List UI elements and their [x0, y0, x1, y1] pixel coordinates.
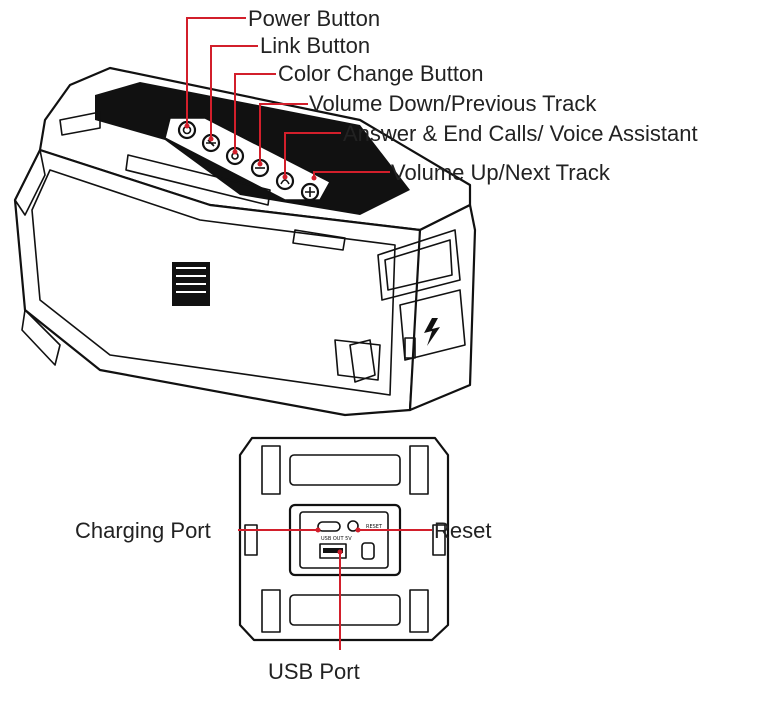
label-link-button: Link Button — [260, 33, 370, 58]
charging-port[interactable] — [317, 521, 341, 532]
label-charging-port: Charging Port — [75, 518, 211, 543]
speaker-side-face — [408, 203, 477, 412]
leader-lines — [184, 17, 432, 650]
lightning-icon — [424, 318, 440, 346]
label-volume-down: Volume Down/Previous Track — [309, 91, 597, 116]
label-power-button: Power Button — [248, 6, 380, 31]
label-usb-port: USB Port — [268, 659, 360, 684]
usb-out-label: USB OUT 5V — [321, 536, 352, 542]
speaker-front-face — [13, 148, 422, 417]
reset-button[interactable] — [347, 520, 359, 532]
label-color-change-button: Color Change Button — [278, 61, 483, 86]
speaker-end-view: RESET USB OUT 5V — [238, 436, 450, 642]
label-answer-calls: Answer & End Calls/ Voice Assistant — [343, 121, 698, 146]
svg-text:RESET: RESET — [366, 524, 383, 530]
speaker-perspective-view — [13, 66, 477, 417]
label-reset: Reset — [434, 518, 491, 543]
usb-port[interactable] — [319, 543, 347, 559]
callout-labels: Power Button Link Button Color Change Bu… — [75, 6, 698, 684]
side-port-cover — [399, 289, 466, 361]
port-panel — [288, 503, 402, 577]
label-volume-up: Volume Up/Next Track — [391, 160, 611, 185]
